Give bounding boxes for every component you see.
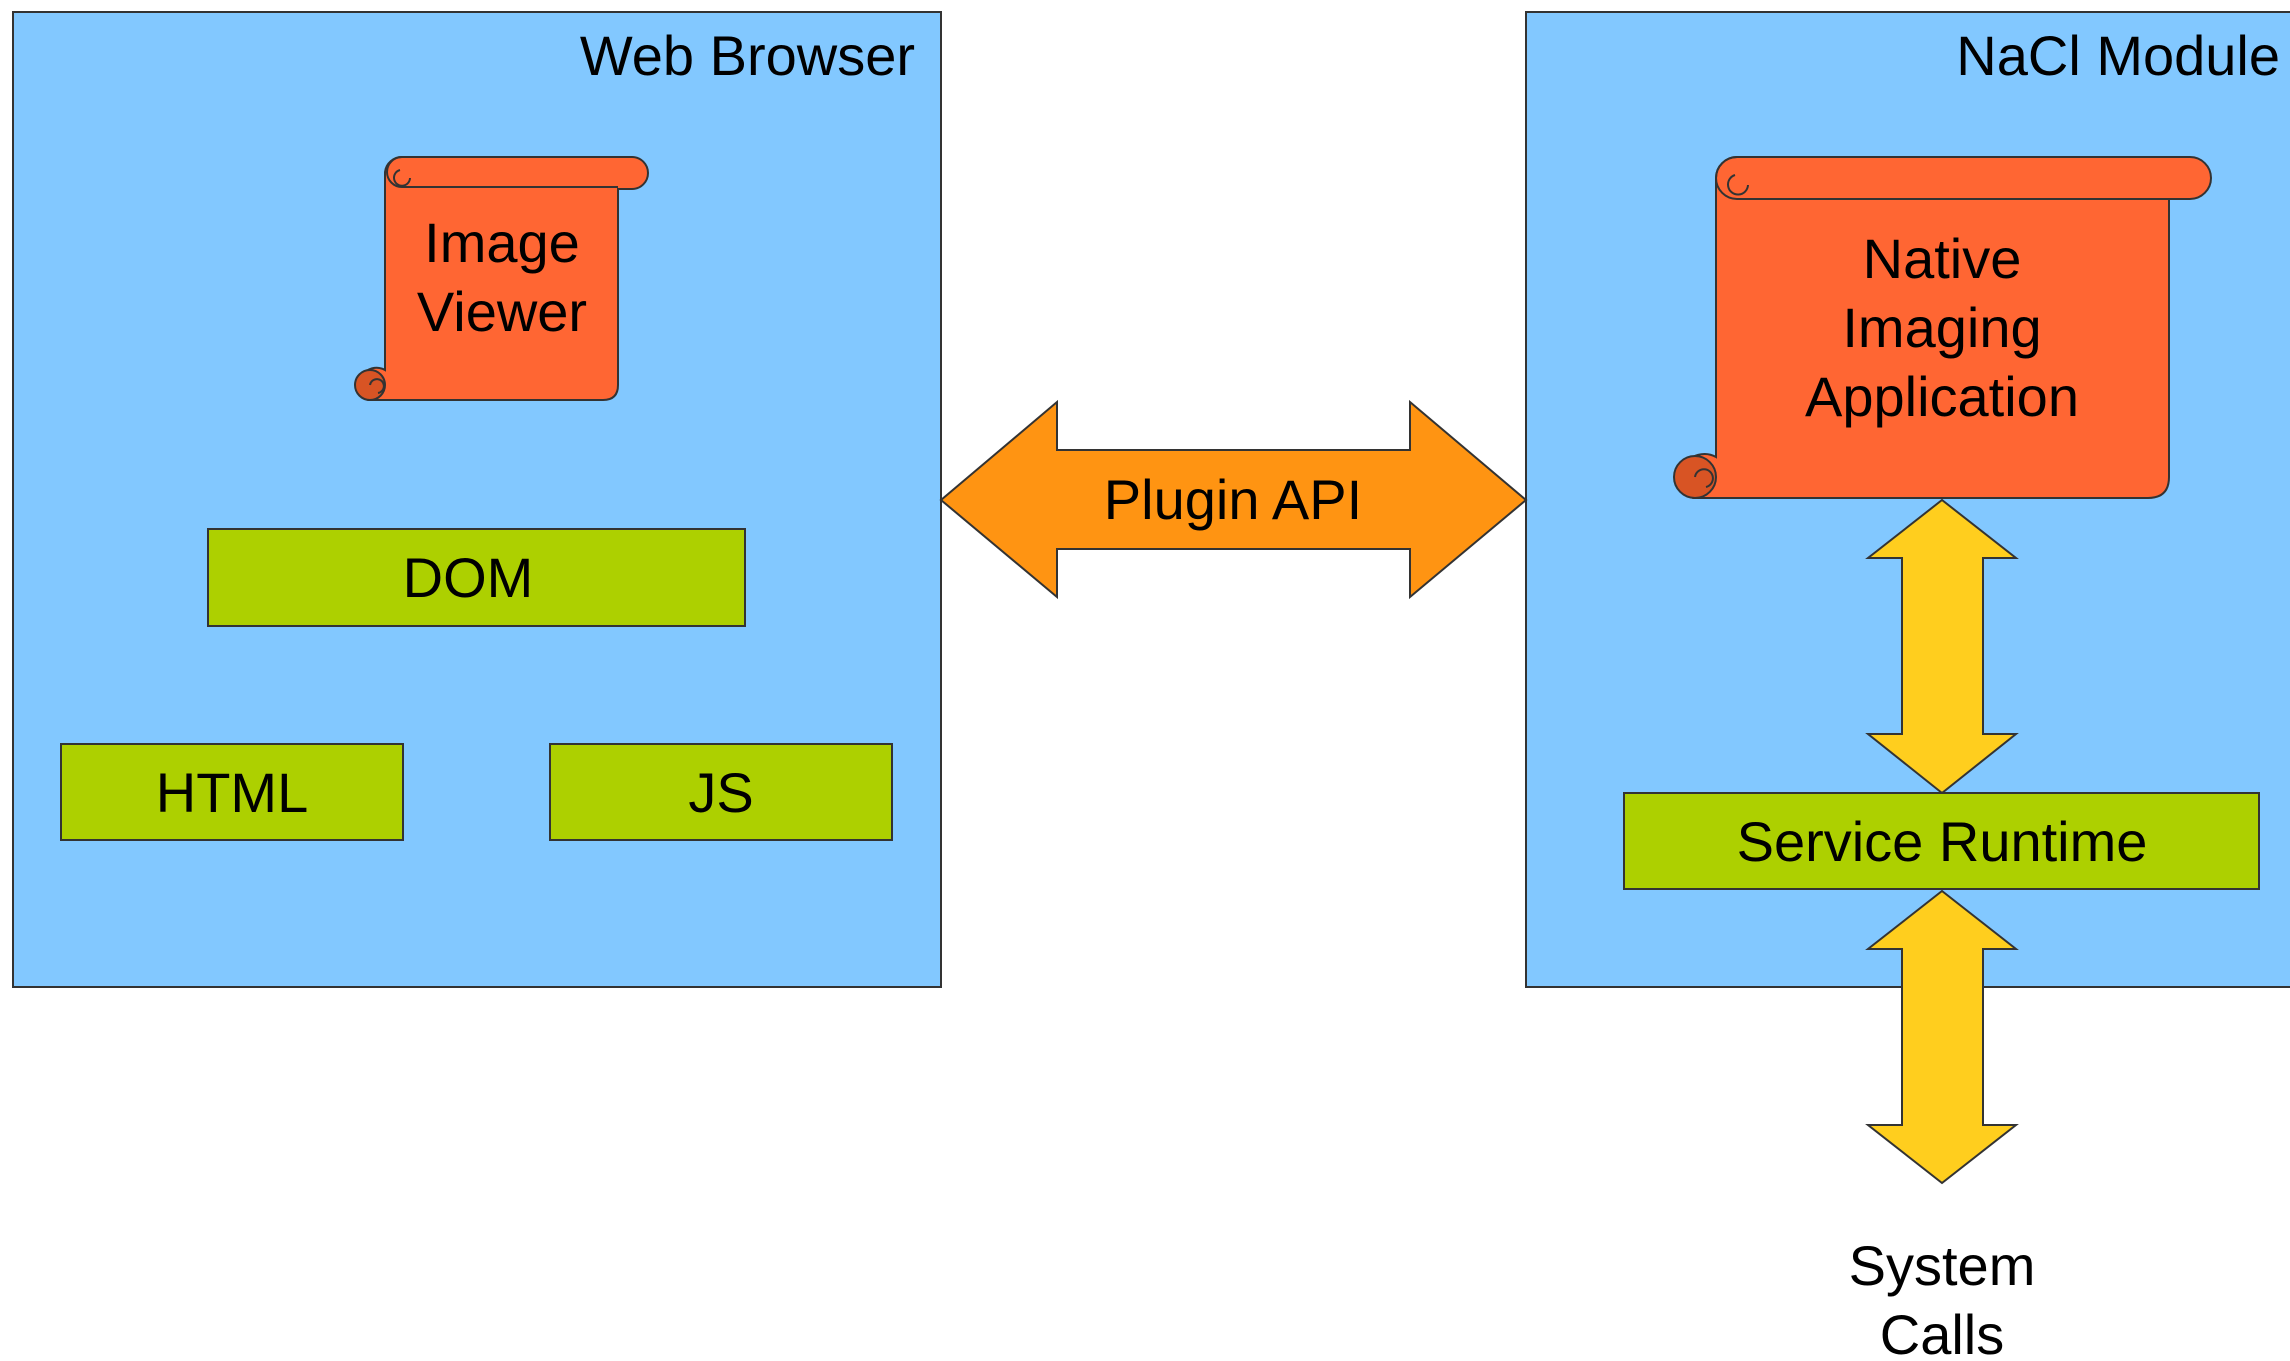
native-app-label-line2: Imaging [1842,296,2041,359]
image-viewer-label-line2: Viewer [417,280,587,343]
js-label: JS [688,761,753,824]
nacl-module-title: NaCl Module [1956,24,2280,87]
image-viewer-scroll: Image Viewer [354,155,649,401]
native-imaging-application-scroll: Native Imaging Application [1673,156,2212,499]
system-calls-label-line1: System [1849,1234,2036,1297]
service-runtime-label: Service Runtime [1737,810,2148,873]
native-app-label-line3: Application [1805,365,2079,428]
html-box: HTML [60,743,404,841]
html-label: HTML [156,761,308,824]
image-viewer-label-line1: Image [424,211,580,274]
plugin-api-label: Plugin API [1104,468,1362,531]
js-box: JS [549,743,893,841]
runtime-syscalls-arrow [1865,889,2019,1185]
dom-box: DOM [207,528,746,627]
dom-label: DOM [403,546,534,609]
native-app-label-line1: Native [1863,227,2022,290]
service-runtime-box: Service Runtime [1623,792,2260,890]
web-browser-title: Web Browser [580,24,915,87]
plugin-api-arrow: Plugin API [939,399,1528,600]
system-calls-label-line2: Calls [1880,1303,2004,1361]
